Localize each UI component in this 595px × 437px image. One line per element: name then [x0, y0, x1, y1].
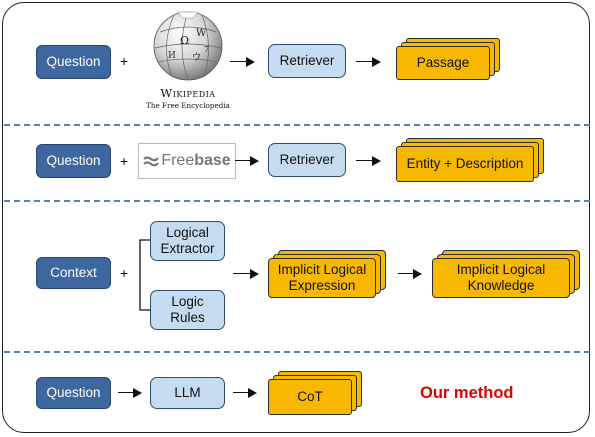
- row3-arrow-2: [398, 267, 422, 281]
- row4-llm-box: LLM: [150, 377, 225, 409]
- row3-extractor-line1: Logical: [166, 225, 209, 241]
- divider-2: [4, 200, 590, 202]
- row3-knowledge-box: Implicit Logical Knowledge: [432, 258, 570, 298]
- row1-passage-label: Passage: [416, 55, 470, 71]
- row2-entity-box: Entity + Description: [396, 146, 534, 182]
- row2-plus: +: [120, 153, 129, 169]
- row1-passage-stack: Passage: [396, 38, 502, 82]
- row3-extractor-box: Logical Extractor: [150, 221, 225, 261]
- divider-3: [4, 351, 590, 353]
- row3-knowledge-stack: Implicit Logical Knowledge: [432, 250, 582, 300]
- row1-question-label: Question: [46, 54, 101, 70]
- row3-context-box: Context: [36, 257, 111, 289]
- wikipedia-wordmark: Wikipedia: [160, 86, 216, 100]
- row1-arrow-1: [230, 55, 255, 69]
- row1-question-box: Question: [36, 45, 111, 79]
- row1-arrow-2: [356, 55, 381, 69]
- row1-retriever-box: Retriever: [268, 44, 346, 78]
- row3-expression-box: Implicit Logical Expression: [268, 258, 376, 298]
- svg-text:W: W: [196, 28, 207, 39]
- row4-question-label: Question: [46, 385, 101, 401]
- row3-expression-line1: Implicit Logical: [277, 262, 367, 278]
- outer-frame: [2, 2, 590, 433]
- row2-retriever-box: Retriever: [268, 143, 346, 177]
- row3-knowledge-line1: Implicit Logical: [456, 262, 546, 278]
- wikipedia-globe-icon: Ω W И ウ 7: [153, 11, 223, 81]
- row3-rules-line2: Rules: [170, 310, 205, 325]
- svg-text:7: 7: [204, 45, 209, 54]
- row3-expression-line2: Expression: [288, 278, 356, 293]
- row3-expression-stack: Implicit Logical Expression: [268, 250, 388, 300]
- row2-entity-stack: Entity + Description: [396, 138, 546, 184]
- row2-question-label: Question: [46, 153, 101, 169]
- row1-passage-box: Passage: [396, 46, 490, 80]
- freebase-word-bold: base: [194, 152, 231, 169]
- row3-arrow-1: [233, 267, 259, 281]
- row2-arrow-2: [356, 154, 381, 168]
- row4-cot-stack: CoT: [268, 371, 364, 417]
- our-method-label: Our method: [420, 384, 514, 402]
- row4-question-box: Question: [36, 377, 111, 409]
- freebase-word-plain: Free: [161, 152, 195, 169]
- row4-arrow-1: [118, 386, 142, 400]
- freebase-mark-icon: [143, 156, 160, 167]
- row3-extractor-line2: Extractor: [160, 241, 215, 256]
- row3-knowledge-line2: Knowledge: [467, 278, 535, 293]
- row2-arrow-1: [235, 154, 259, 168]
- row3-bracket: [139, 239, 150, 311]
- row2-entity-label: Entity + Description: [406, 156, 524, 172]
- svg-text:И: И: [168, 51, 176, 61]
- row3-rules-box: Logic Rules: [150, 290, 225, 330]
- row1-retriever-label: Retriever: [279, 53, 335, 69]
- svg-text:ウ: ウ: [192, 52, 201, 63]
- row4-arrow-2: [233, 386, 257, 400]
- row4-cot-label: CoT: [297, 389, 323, 405]
- row1-plus: +: [120, 53, 129, 69]
- wikipedia-tagline: The Free Encyclopedia: [146, 101, 230, 110]
- svg-text:Ω: Ω: [180, 34, 189, 47]
- row2-retriever-label: Retriever: [279, 152, 335, 168]
- row2-question-box: Question: [36, 144, 111, 178]
- row3-plus: +: [120, 265, 129, 281]
- row3-context-label: Context: [50, 265, 97, 281]
- row4-llm-label: LLM: [174, 385, 201, 401]
- row3-rules-line1: Logic: [171, 294, 204, 310]
- row4-cot-box: CoT: [268, 379, 352, 415]
- wikipedia-logo: Ω W И ウ 7 Wikipedia The Free Encyclopedi…: [138, 4, 238, 112]
- divider-1: [4, 124, 590, 126]
